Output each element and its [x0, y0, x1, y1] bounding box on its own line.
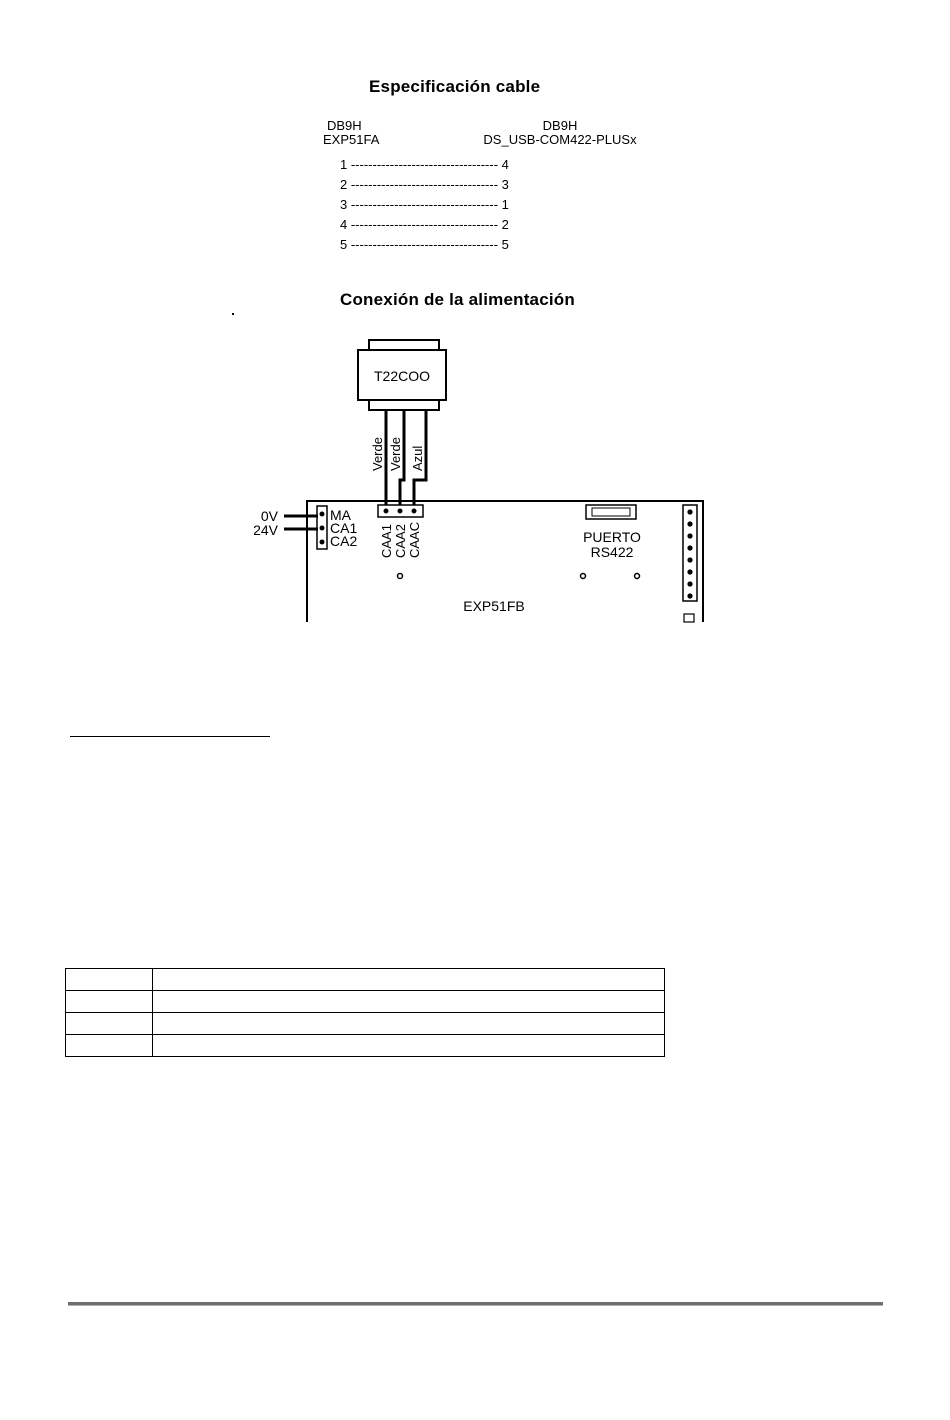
left-connector-type: DB9H	[327, 118, 362, 133]
transformer: T22COO	[357, 339, 447, 411]
empty-table	[65, 968, 665, 1057]
left-terminal-block	[316, 505, 328, 550]
table-row	[65, 1012, 665, 1035]
table-row	[65, 1034, 665, 1057]
terminal-label: CAA1	[379, 524, 394, 558]
transformer-label: T22COO	[374, 368, 430, 384]
wire-label: Verde	[370, 437, 385, 471]
board-label: EXP51FB	[463, 598, 524, 614]
pin-map-row: 2 ---------------------------------- 3	[340, 177, 509, 192]
pin-from: 1	[340, 157, 348, 172]
pin-map-row: 1 ---------------------------------- 4	[340, 157, 509, 172]
wire-label: Azul	[410, 446, 425, 471]
terminal-label: CAAC	[407, 522, 422, 558]
stray-dot	[232, 313, 234, 315]
pin-dashes: ----------------------------------	[347, 237, 502, 252]
right-connector-type: DB9H	[542, 118, 578, 133]
pin-to: 2	[501, 217, 509, 232]
center-terminal-block	[377, 504, 424, 518]
left-connector-label: DB9H EXP51FA	[323, 119, 379, 147]
terminal-label: CA1	[330, 520, 357, 536]
cable-spec-title: Especificación cable	[369, 77, 541, 96]
pin-dashes: ----------------------------------	[347, 217, 502, 232]
wire-labels: Verde Verde Azul	[370, 437, 425, 471]
pin-map-row: 5 ---------------------------------- 5	[340, 237, 509, 252]
table-row	[65, 968, 665, 991]
pin-dashes: ----------------------------------	[347, 197, 502, 212]
pin-to: 1	[501, 197, 509, 212]
right-side-connector	[682, 504, 698, 623]
power-title: Conexión de la alimentación	[340, 290, 575, 309]
terminal-label: MA	[330, 507, 352, 523]
power-wiring-diagram: T22COO Verde Verde Azul 0V 24V MA CA1 CA…	[253, 339, 704, 623]
supply-label-24v: 24V	[253, 522, 279, 538]
pin-from: 5	[340, 237, 348, 252]
port-label-line2: RS422	[591, 544, 634, 560]
left-connector-device: EXP51FA	[323, 132, 380, 147]
mounting-holes	[396, 572, 641, 580]
left-terminal-labels: MA CA1 CA2	[330, 507, 357, 549]
terminal-label: CA2	[330, 533, 357, 549]
pin-to: 4	[501, 157, 509, 172]
pin-to: 5	[501, 237, 509, 252]
pin-dashes: ----------------------------------	[347, 157, 502, 172]
section-heading-underline	[70, 736, 270, 737]
board-outline	[306, 500, 704, 622]
center-terminal-labels: CAA1 CAA2 CAAC	[379, 522, 422, 558]
right-connector-label: DB9H DS_USB-COM422-PLUSx	[472, 119, 648, 147]
supply-wires	[284, 514, 318, 531]
footer-divider	[68, 1302, 883, 1306]
transformer-wires	[384, 410, 428, 511]
pin-dashes: ----------------------------------	[347, 177, 502, 192]
rs422-port: PUERTO RS422	[583, 504, 641, 560]
terminal-label: CAA2	[393, 524, 408, 558]
port-label-line1: PUERTO	[583, 529, 641, 545]
supply-label-0v: 0V	[261, 508, 279, 524]
right-connector-device: DS_USB-COM422-PLUSx	[483, 132, 637, 147]
pin-to: 3	[501, 177, 509, 192]
pin-map-row: 4 ---------------------------------- 2	[340, 217, 509, 232]
pin-from: 4	[340, 217, 348, 232]
table-row	[65, 990, 665, 1013]
wire-label: Verde	[388, 437, 403, 471]
pin-from: 2	[340, 177, 348, 192]
pin-from: 3	[340, 197, 348, 212]
pin-map-row: 3 ---------------------------------- 1	[340, 197, 509, 212]
